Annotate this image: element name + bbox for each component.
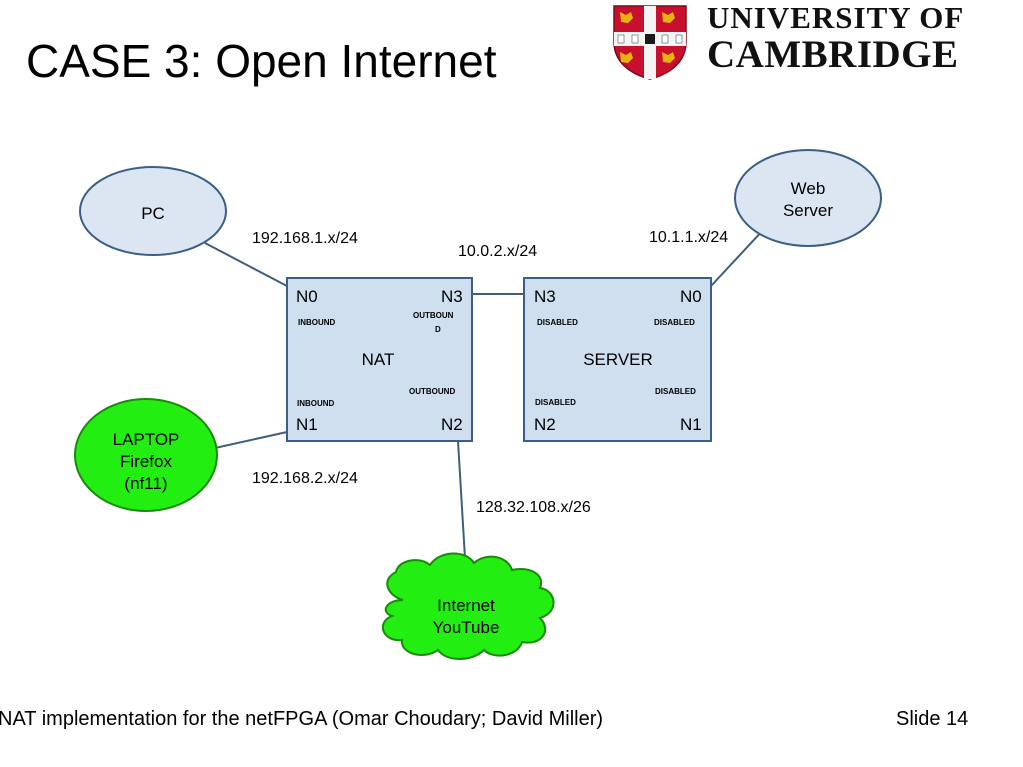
subnet-pc: 192.168.1.x/24: [252, 230, 358, 247]
server-mode-n1: DISABLED: [655, 387, 696, 396]
subnet-web: 10.1.1.x/24: [649, 229, 728, 246]
internet-cloud-shape: [381, 552, 555, 660]
nat-port-n2: N2: [441, 415, 463, 434]
nat-mode-n2: OUTBOUND: [409, 387, 455, 396]
internet-label-line2: YouTube: [433, 618, 500, 637]
wordmark-line1: UNIVERSITY OF: [707, 0, 965, 35]
web-server-label-line1: Web: [791, 179, 826, 198]
pc-node: [79, 166, 227, 256]
nat-mode-n3-line1: OUTBOUN: [413, 311, 454, 320]
server-mode-n2: DISABLED: [535, 398, 576, 407]
subnet-link: 10.0.2.x/24: [458, 243, 537, 260]
subnet-internet: 128.32.108.x/26: [476, 499, 591, 516]
footer-citation: NAT implementation for the netFPGA (Omar…: [0, 708, 604, 730]
laptop-node: [74, 398, 218, 512]
server-mode-n3: DISABLED: [537, 318, 578, 327]
slide-title: CASE 3: Open Internet: [26, 35, 497, 87]
slide-number: Slide 14: [896, 708, 969, 730]
nat-mode-n1: INBOUND: [297, 399, 335, 408]
link-laptop-nat: [214, 431, 288, 449]
nat-port-n0: N0: [296, 287, 318, 306]
server-box: [523, 277, 712, 442]
laptop-label-line1: LAPTOP: [113, 430, 180, 449]
internet-label-line1: Internet: [437, 596, 495, 615]
server-port-n2: N2: [534, 415, 556, 434]
server-mode-n0: DISABLED: [654, 318, 695, 327]
pc-label: PC: [141, 204, 165, 223]
server-port-n0: N0: [680, 287, 702, 306]
internet-cloud: [381, 552, 555, 660]
server-port-n3: N3: [534, 287, 556, 306]
nat-mode-n3-line2: D: [435, 325, 441, 334]
links: [204, 227, 766, 576]
subnet-laptop: 192.168.2.x/24: [252, 470, 358, 487]
link-pc-nat: [204, 242, 288, 287]
nat-label: NAT: [362, 350, 395, 369]
nat-port-n1: N1: [296, 415, 318, 434]
web-server-node: [734, 149, 882, 247]
wordmark-line2: CAMBRIDGE: [707, 33, 959, 76]
nat-mode-n0: INBOUND: [298, 318, 336, 327]
server-port-n1: N1: [680, 415, 702, 434]
nat-port-n3: N3: [441, 287, 463, 306]
laptop-label-line3: (nf11): [124, 474, 167, 493]
web-server-label-line2: Server: [783, 201, 833, 220]
cambridge-crest-icon: [613, 5, 687, 80]
laptop-label-line2: Firefox: [120, 452, 172, 471]
nat-box: [286, 277, 473, 442]
link-nat-internet: [457, 440, 467, 576]
university-wordmark: UNIVERSITY OF CAMBRIDGE: [707, 2, 964, 74]
server-label: SERVER: [583, 350, 653, 369]
link-server-web: [710, 227, 766, 287]
